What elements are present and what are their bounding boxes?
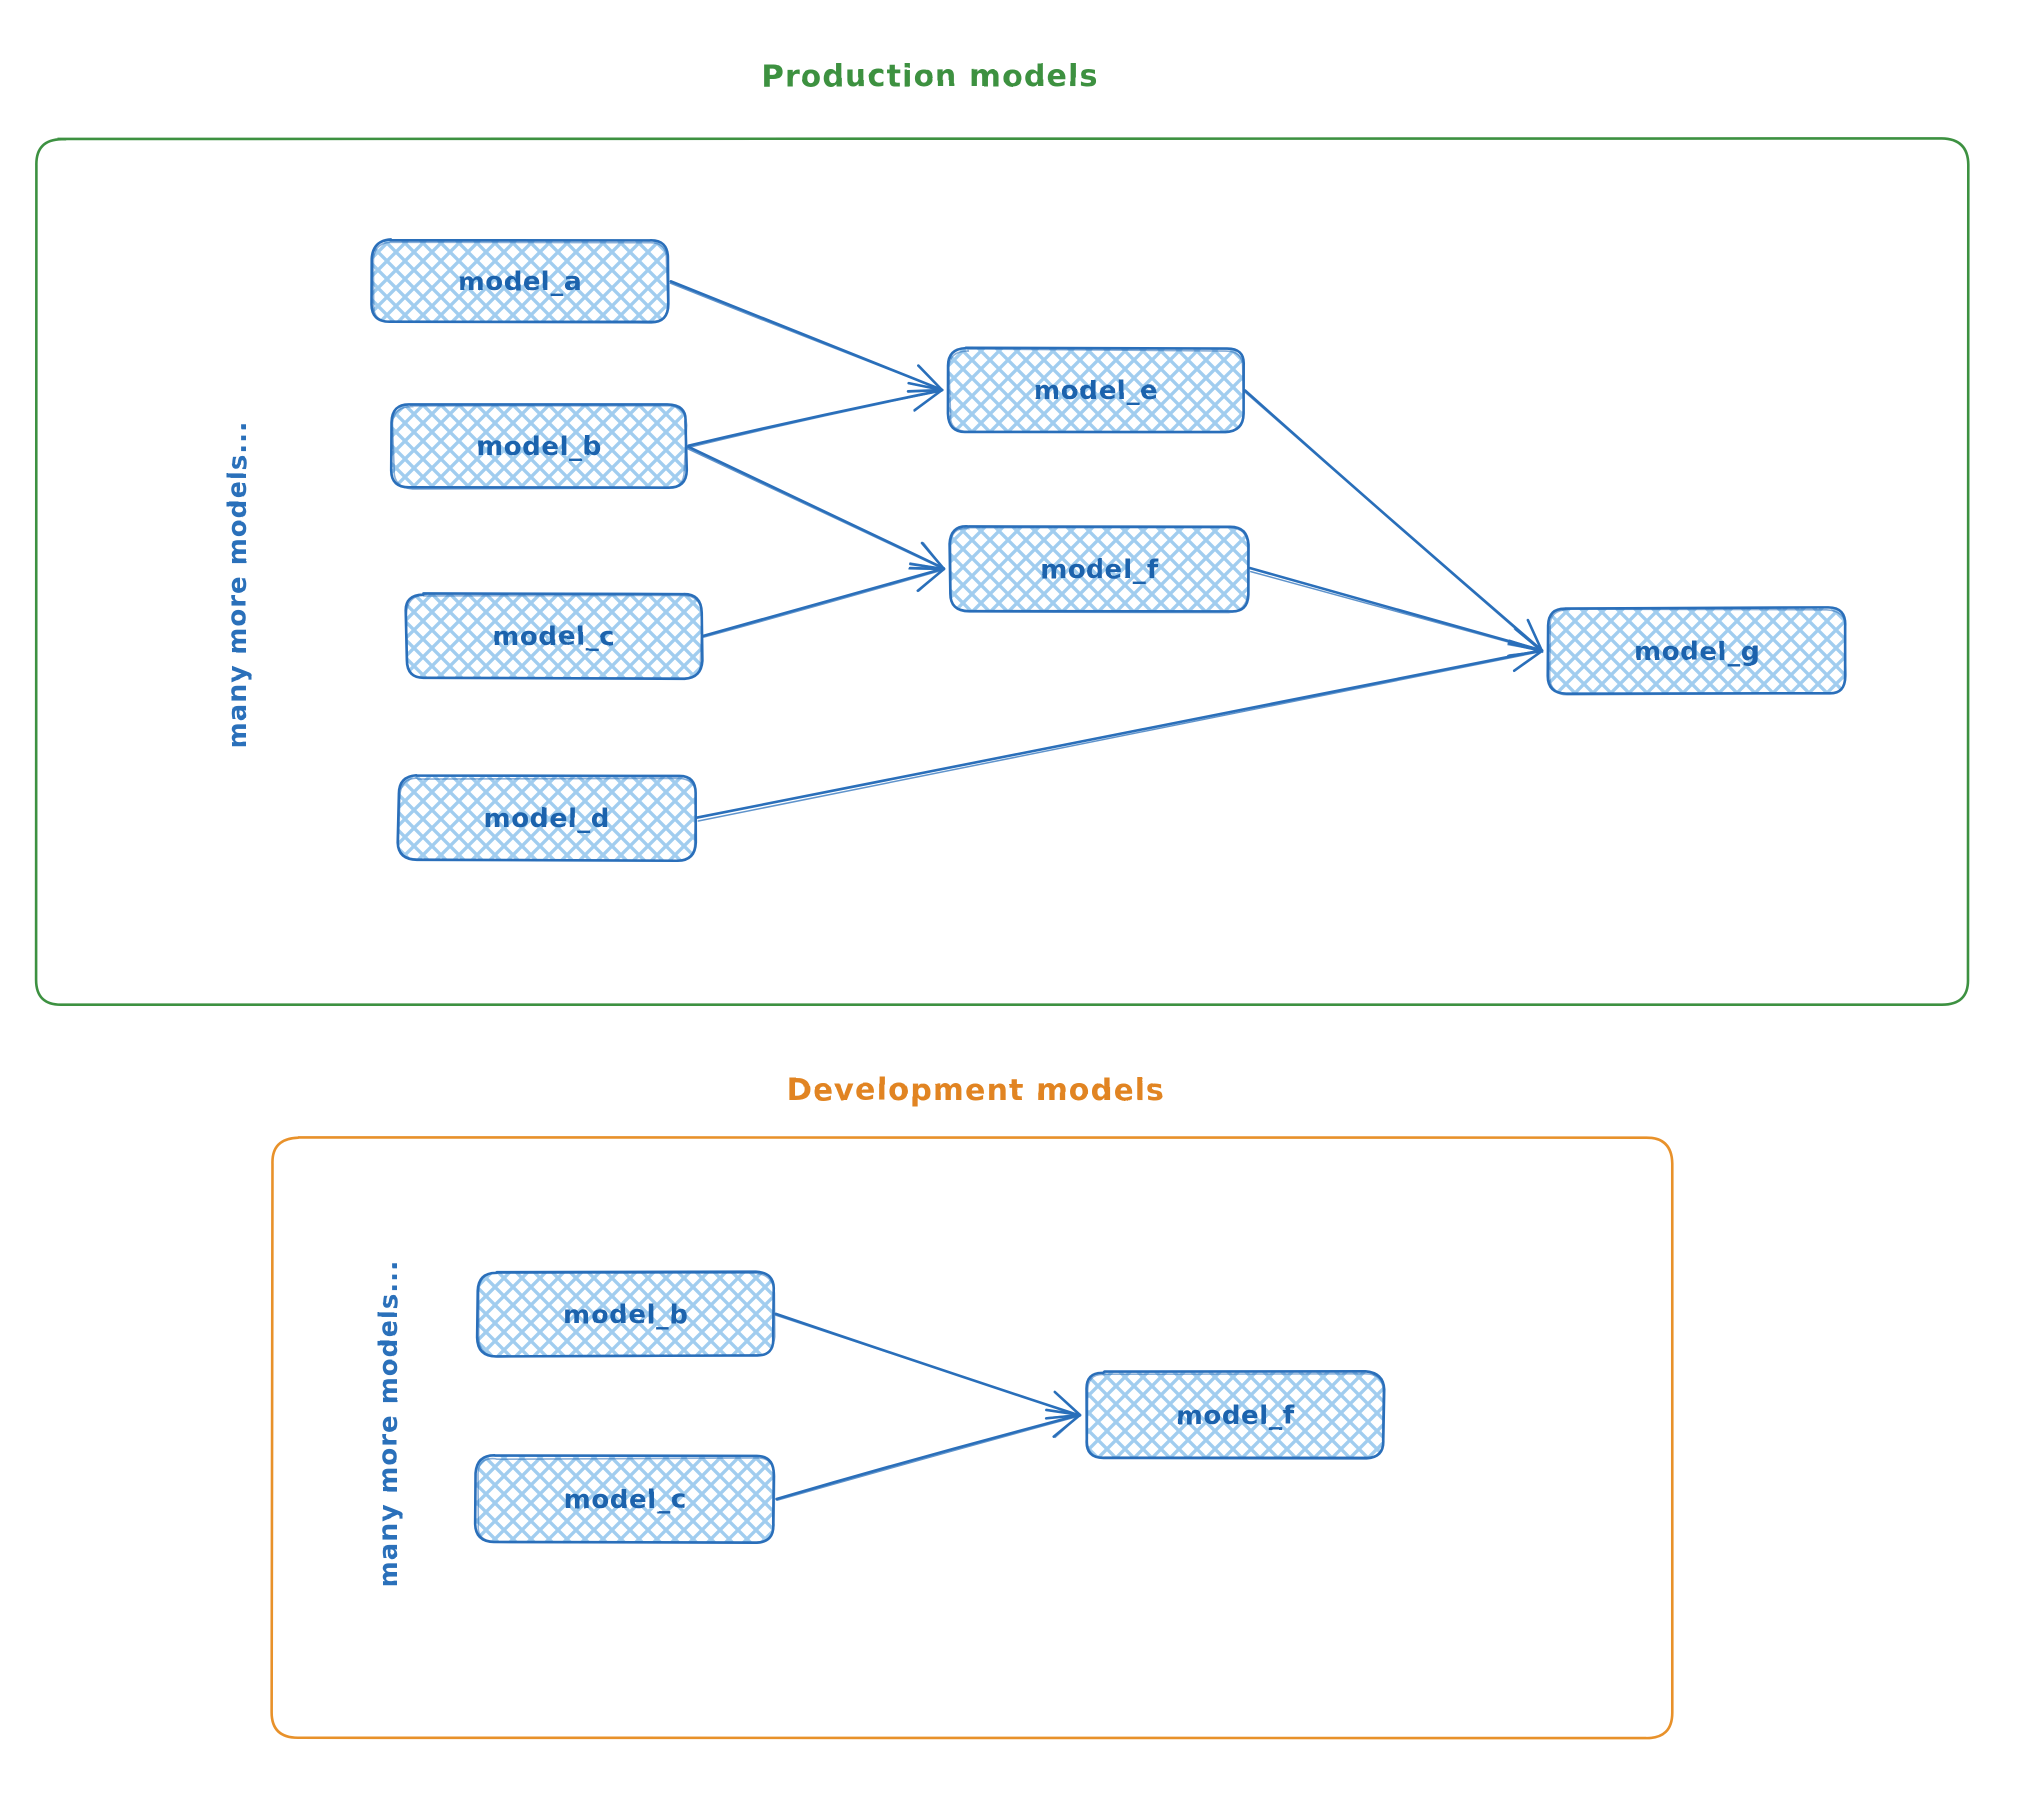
edge-p_model_b-to-p_model_e	[687, 381, 944, 449]
group-title-development: Development models	[787, 1073, 1166, 1108]
node-p_model_c[interactable]: model_c	[404, 592, 704, 681]
group-title-production: Production models	[761, 59, 1098, 94]
node-label: model_c	[564, 1485, 687, 1515]
edges-layer	[669, 280, 1544, 1502]
nodes-layer: model_a model_b model_c model_d model_emodel…	[370, 238, 1847, 1544]
edge-d_model_c-to-d_model_f	[775, 1408, 1082, 1502]
node-p_model_d[interactable]: model_d	[396, 773, 698, 863]
group-frame-development	[270, 1136, 1674, 1740]
node-p_model_e[interactable]: model_e	[946, 346, 1245, 434]
edge-p_model_b-to-p_model_f	[686, 445, 946, 571]
node-p_model_a[interactable]: model_a	[370, 238, 670, 324]
node-d_model_f[interactable]: model_f	[1085, 1369, 1386, 1460]
node-label: model_d	[484, 804, 610, 834]
group-frame-production	[34, 137, 1970, 1007]
node-label: model_a	[458, 267, 583, 297]
side-note-production: many more models...	[223, 421, 253, 749]
node-label: model_c	[493, 622, 616, 652]
node-p_model_f[interactable]: model_f	[948, 525, 1250, 614]
node-p_model_b[interactable]: model_b	[389, 403, 689, 490]
groups-layer	[34, 137, 1970, 1740]
edge-d_model_b-to-d_model_f	[774, 1312, 1082, 1420]
edge-p_model_a-to-p_model_e	[669, 280, 944, 393]
labels-layer: Production models many more models... Deve…	[223, 59, 1166, 1588]
node-d_model_b[interactable]: model_b	[475, 1270, 776, 1358]
edge-p_model_e-to-p_model_g	[1243, 389, 1544, 654]
node-label: model_e	[1034, 376, 1159, 406]
side-note-development: many more models...	[374, 1260, 404, 1588]
edge-p_model_c-to-p_model_f	[702, 562, 946, 639]
node-label: model_b	[563, 1300, 689, 1330]
edge-p_model_d-to-p_model_g	[695, 642, 1544, 822]
node-label: model_f	[1176, 1401, 1295, 1431]
node-label: model_f	[1040, 555, 1159, 585]
node-d_model_c[interactable]: model_c	[473, 1453, 776, 1544]
node-p_model_g[interactable]: model_g	[1546, 606, 1847, 696]
node-label: model_b	[476, 432, 602, 462]
node-label: model_g	[1634, 637, 1760, 667]
